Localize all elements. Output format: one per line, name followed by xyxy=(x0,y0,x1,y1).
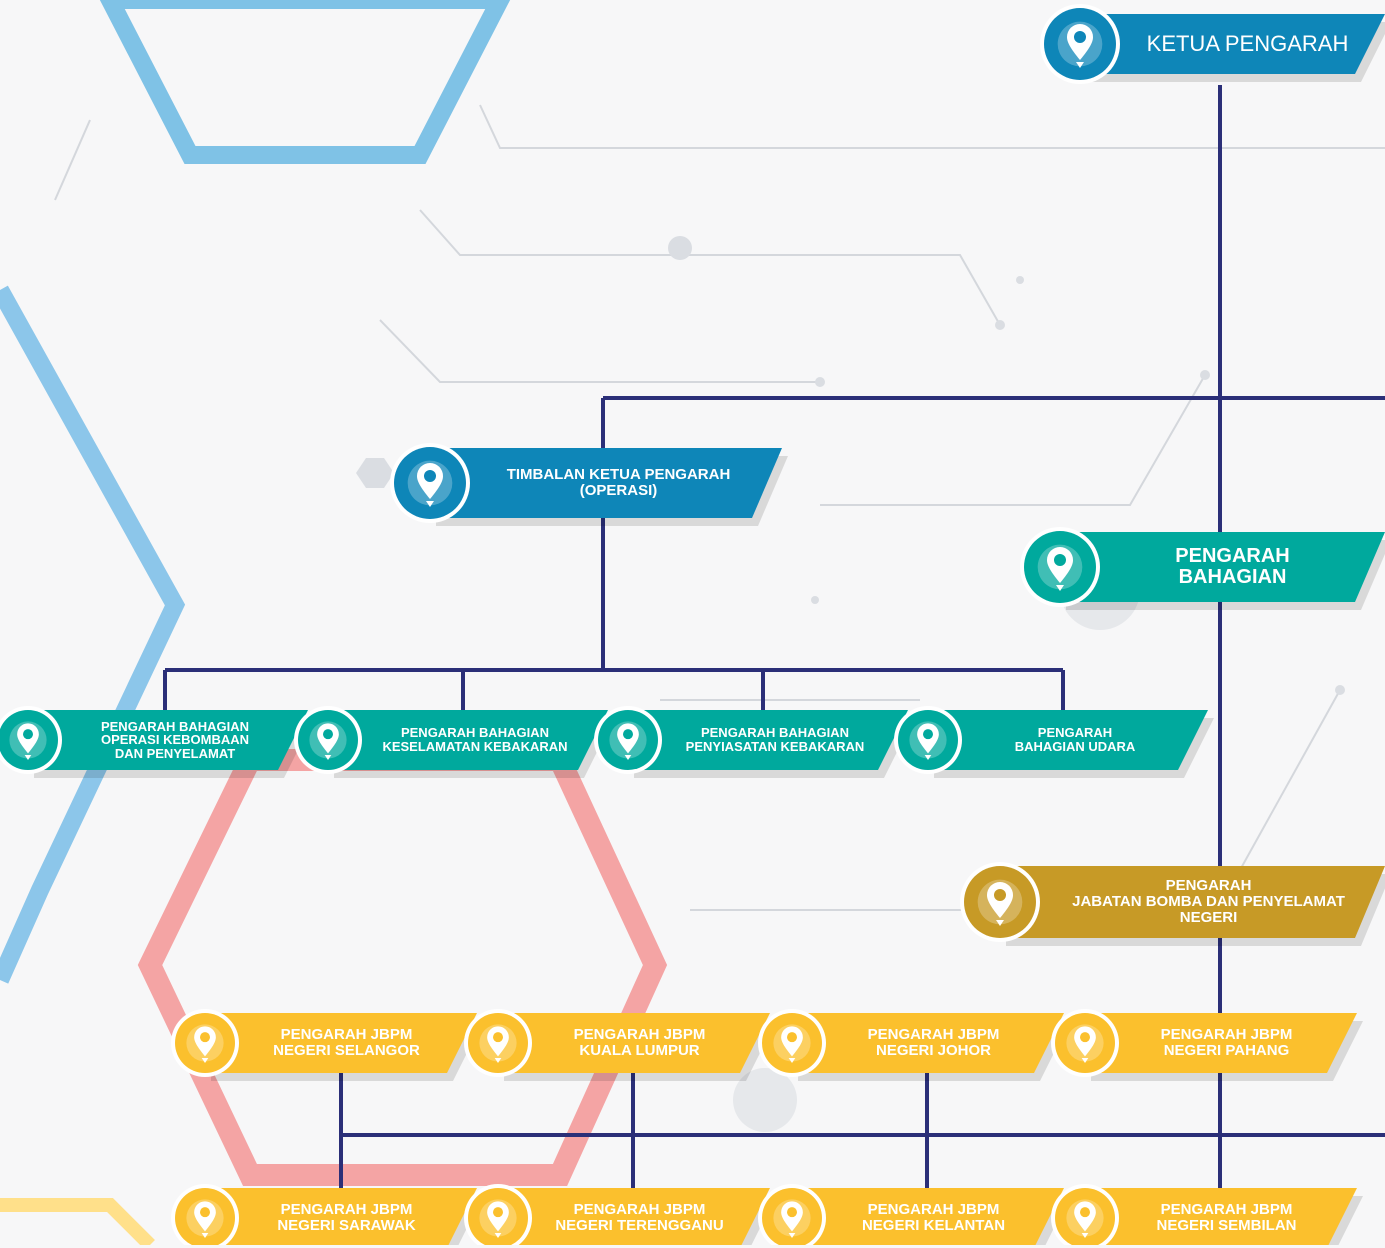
node-banner xyxy=(1085,1013,1357,1073)
node-timbalan-operasi xyxy=(390,443,788,526)
location-pin-icon xyxy=(487,1026,509,1063)
node-banner xyxy=(28,710,308,770)
location-pin-icon xyxy=(1074,1026,1096,1063)
node-banner xyxy=(628,710,908,770)
node-bahagian-penyiasatan xyxy=(594,706,914,778)
node-banner xyxy=(205,1188,477,1245)
location-pin-icon xyxy=(194,1026,216,1063)
red-hexagon xyxy=(137,749,668,1186)
node-bahagian-keselamatan xyxy=(294,706,614,778)
location-pin-icon xyxy=(1067,24,1093,68)
node-banner xyxy=(1080,14,1385,74)
node-banner xyxy=(498,1188,770,1245)
node-jbpm-negeri xyxy=(960,862,1385,946)
location-pin-icon xyxy=(987,882,1013,926)
node-pengarah-bahagian xyxy=(1020,527,1385,610)
location-pin-icon xyxy=(417,463,443,507)
node-sarawak xyxy=(171,1184,483,1245)
node-banner xyxy=(1000,866,1385,938)
node-banner xyxy=(498,1013,770,1073)
node-terengganu xyxy=(464,1184,776,1245)
node-sembilan xyxy=(1051,1184,1363,1245)
blue-hexagon-left xyxy=(0,285,186,984)
node-selangor xyxy=(171,1009,483,1081)
location-pin-icon xyxy=(317,723,339,760)
connector-lines xyxy=(163,85,1385,1190)
location-pin-icon xyxy=(917,723,939,760)
location-pin-icon xyxy=(1074,1201,1096,1238)
org-nodes xyxy=(0,4,1385,1245)
yellow-hexagon xyxy=(0,1198,155,1245)
node-banner xyxy=(1085,1188,1357,1245)
location-pin-icon xyxy=(781,1201,803,1238)
location-pin-icon xyxy=(194,1201,216,1238)
node-banner xyxy=(928,710,1208,770)
node-banner xyxy=(1060,532,1385,602)
location-pin-icon xyxy=(1047,547,1073,591)
node-kelantan xyxy=(758,1184,1070,1245)
node-bahagian-udara xyxy=(894,706,1214,778)
node-banner xyxy=(430,448,782,518)
location-pin-icon xyxy=(487,1201,509,1238)
location-pin-icon xyxy=(17,723,39,760)
node-pahang xyxy=(1051,1009,1363,1081)
node-banner xyxy=(205,1013,477,1073)
node-banner xyxy=(792,1013,1064,1073)
node-banner xyxy=(792,1188,1064,1245)
node-johor xyxy=(758,1009,1070,1081)
node-ketua-pengarah xyxy=(1040,4,1385,84)
node-kuala-lumpur xyxy=(464,1009,776,1081)
location-pin-icon xyxy=(781,1026,803,1063)
node-banner xyxy=(328,710,608,770)
blue-hexagon-top xyxy=(99,0,511,164)
node-bahagian-operasi xyxy=(0,706,314,778)
location-pin-icon xyxy=(617,723,639,760)
